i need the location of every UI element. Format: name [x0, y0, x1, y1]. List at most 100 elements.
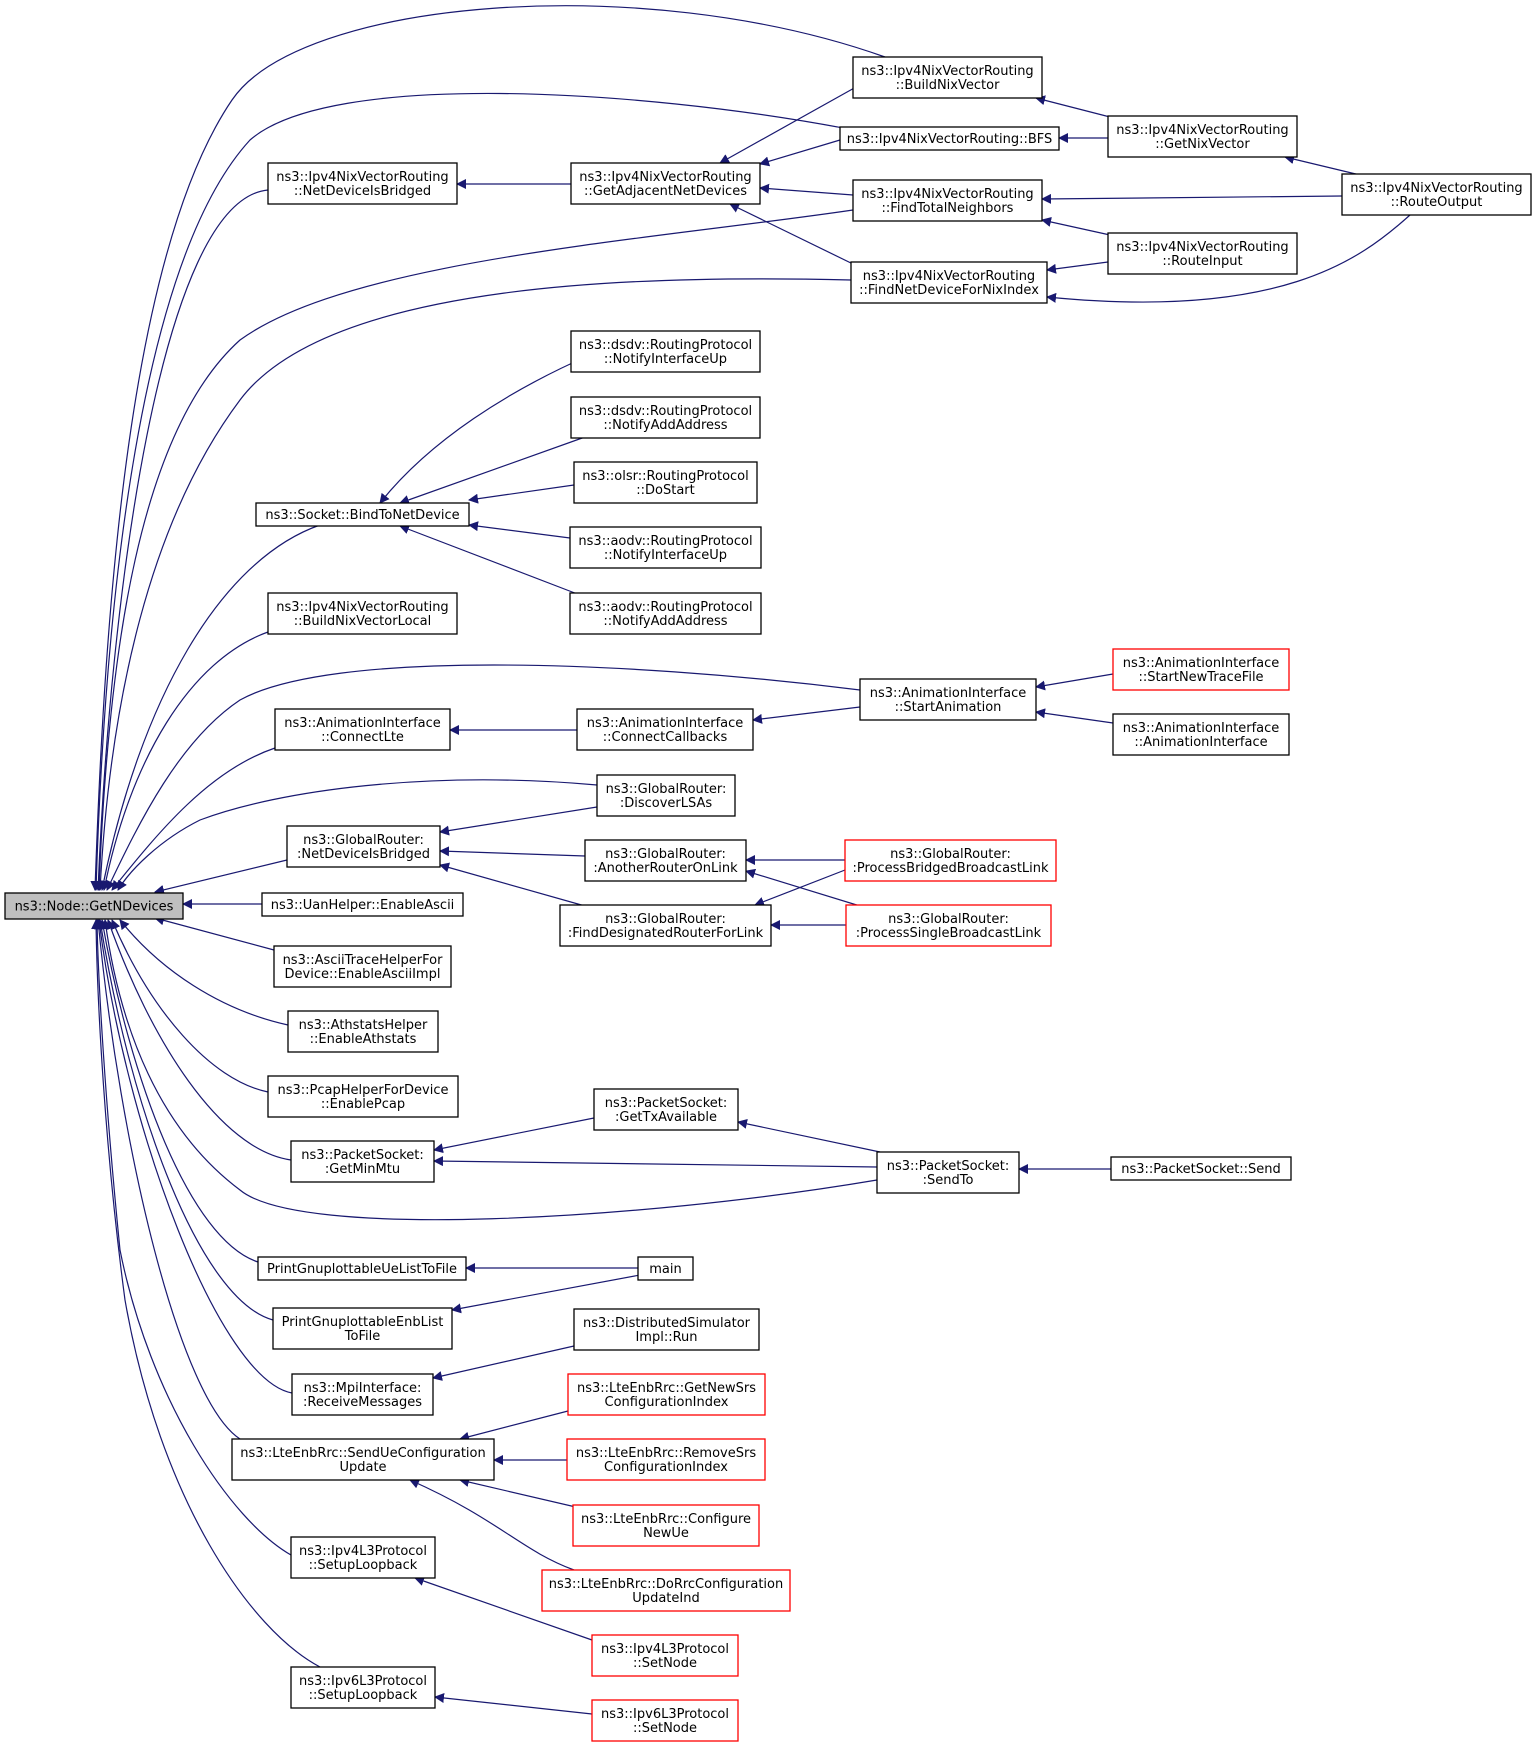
function-node-main[interactable]: main [637, 1256, 694, 1281]
node-box [859, 678, 1037, 721]
node-label-line: ns3::Ipv4NixVectorRouting [276, 170, 448, 185]
call-edge-gr_discover-to-root [117, 779, 598, 891]
function-node-print_ue[interactable]: PrintGnuplottableUeListToFile [257, 1256, 467, 1281]
function-node-uan_ascii[interactable]: ns3::UanHelper::EnableAscii [261, 892, 464, 917]
node-label-line: ::ConnectCallbacks [603, 730, 728, 745]
node-label-line: ::SetupLoopback [309, 1558, 418, 1573]
function-node-ps_gettxavail[interactable]: ns3::PacketSocket::GetTxAvailable [593, 1088, 739, 1131]
node-label-line: ::SetNode [633, 1656, 697, 1671]
node-label-line: ns3::Ipv4NixVectorRouting [861, 64, 1033, 79]
function-node-dsdv_ifup[interactable]: ns3::dsdv::RoutingProtocol::NotifyInterf… [570, 330, 761, 373]
node-box [572, 1504, 760, 1547]
node-box [569, 592, 762, 635]
function-node-gr_another[interactable]: ns3::GlobalRouter::AnotherRouterOnLink [584, 839, 747, 882]
node-label-line: ns3::olsr::RoutingProtocol [582, 469, 749, 484]
function-node-nvr_buildlocal[interactable]: ns3::Ipv4NixVectorRouting::BuildNixVecto… [267, 592, 458, 635]
call-edge-ai_startanim-to-root [106, 664, 861, 891]
node-box [637, 1256, 694, 1281]
node-box [566, 1438, 766, 1481]
function-node-ipv6l3_setup[interactable]: ns3::Ipv6L3Protocol::SetupLoopback [290, 1666, 436, 1709]
function-node-aodv_addaddr[interactable]: ns3::aodv::RoutingProtocol::NotifyAddAdd… [569, 592, 762, 635]
node-box [1341, 173, 1532, 216]
function-node-nvr_getadjacent[interactable]: ns3::Ipv4NixVectorRouting::GetAdjacentNe… [570, 162, 761, 205]
function-node-nvr_routeinput[interactable]: ns3::Ipv4NixVectorRouting::RouteInput [1107, 232, 1298, 275]
node-label-line: ns3::GlobalRouter: [303, 833, 424, 848]
node-label-line: ns3::PacketSocket: [887, 1159, 1009, 1174]
function-node-nvr_getnixvector[interactable]: ns3::Ipv4NixVectorRouting::GetNixVector [1107, 115, 1298, 158]
function-node-dsdv_addaddr[interactable]: ns3::dsdv::RoutingProtocol::NotifyAddAdd… [570, 396, 761, 439]
node-box [1112, 648, 1290, 691]
function-node-gr_singlebcast[interactable]: ns3::GlobalRouter::ProcessSingleBroadcas… [845, 904, 1052, 947]
call-edge-nvr_routeoutput-to-nvr_findnetdev [1046, 214, 1411, 303]
function-node-ai_connectcb[interactable]: ns3::AnimationInterface::ConnectCallback… [576, 708, 754, 751]
function-node-lte_dorrc[interactable]: ns3::LteEnbRrc::DoRrcConfigurationUpdate… [541, 1569, 791, 1612]
function-node-athstats[interactable]: ns3::AthstatsHelper::EnableAthstats [287, 1010, 439, 1053]
function-node-ai_startnewtrace[interactable]: ns3::AnimationInterface::StartNewTraceFi… [1112, 648, 1290, 691]
call-edge-dsdv_addaddr-to-socket_bind [399, 436, 586, 505]
function-node-socket_bind[interactable]: ns3::Socket::BindToNetDevice [255, 502, 470, 527]
function-node-root[interactable]: ns3::Node::GetNDevices [4, 892, 184, 920]
function-node-ipv6l3_setnode[interactable]: ns3::Ipv6L3Protocol::SetNode [591, 1699, 739, 1742]
node-box [290, 1536, 436, 1579]
call-edge-ascii_impl-to-root [154, 915, 275, 951]
node-box [567, 1373, 766, 1416]
function-node-lte_getnewsrs[interactable]: ns3::LteEnbRrc::GetNewSrsConfigurationIn… [567, 1373, 766, 1416]
call-edge-lte_dorrc-to-lte_senduecfg [409, 1479, 575, 1571]
node-label-line: ::EnablePcap [321, 1097, 405, 1112]
node-label-line: ns3::AnimationInterface [870, 686, 1027, 701]
node-box [596, 774, 736, 817]
node-label-line: ::RouteInput [1162, 254, 1242, 269]
node-label-line: ns3::PacketSocket: [605, 1096, 727, 1111]
node-box [291, 1373, 434, 1416]
call-edge-gr_netdevbridged-to-root [154, 859, 288, 895]
function-node-nvr_bfs[interactable]: ns3::Ipv4NixVectorRouting::BFS [839, 126, 1060, 151]
node-label-line: Update [339, 1460, 386, 1475]
function-node-ai_ctor[interactable]: ns3::AnimationInterface::AnimationInterf… [1112, 713, 1290, 756]
node-box [1107, 115, 1298, 158]
node-label-line: ns3::Ipv4NixVectorRouting [579, 170, 751, 185]
function-node-mpi_recv[interactable]: ns3::MpiInterface::ReceiveMessages [291, 1373, 434, 1416]
node-label-line: ::StartAnimation [895, 700, 1002, 715]
function-node-ps_send[interactable]: ns3::PacketSocket::Send [1110, 1156, 1292, 1181]
call-edge-gr_singlebcast-to-gr_another [745, 868, 861, 907]
function-node-ps_sendto[interactable]: ns3::PacketSocket::SendTo [876, 1151, 1020, 1194]
node-label-line: ns3::PacketSocket: [301, 1148, 423, 1163]
function-node-ipv4l3_setup[interactable]: ns3::Ipv4L3Protocol::SetupLoopback [290, 1536, 436, 1579]
function-node-lte_senduecfg[interactable]: ns3::LteEnbRrc::SendUeConfigurationUpdat… [231, 1438, 495, 1481]
function-node-nvr_buildnixvector[interactable]: ns3::Ipv4NixVectorRouting::BuildNixVecto… [852, 56, 1043, 99]
function-node-aodv_ifup[interactable]: ns3::aodv::RoutingProtocol::NotifyInterf… [569, 526, 762, 569]
node-box [591, 1634, 739, 1677]
call-edge-lte_senduecfg-to-root [93, 919, 241, 1440]
function-node-ps_getminmtu[interactable]: ns3::PacketSocket::GetMinMtu [290, 1140, 435, 1183]
call-edge-ipv6l3_setnode-to-ipv6l3_setup [434, 1692, 593, 1715]
function-node-pcap[interactable]: ns3::PcapHelperForDevice::EnablePcap [267, 1075, 459, 1118]
function-node-olsr_dostart[interactable]: ns3::olsr::RoutingProtocol::DoStart [573, 461, 758, 504]
node-box [569, 526, 762, 569]
node-box [267, 162, 458, 205]
call-edge-nvr_buildlocal-to-root [100, 631, 269, 891]
function-node-ai_startanim[interactable]: ns3::AnimationInterface::StartAnimation [859, 678, 1037, 721]
function-node-nvr_netdevbridged[interactable]: ns3::Ipv4NixVectorRouting::NetDeviceIsBr… [267, 162, 458, 205]
node-label-line: ::NotifyInterfaceUp [604, 548, 727, 563]
node-box [1107, 232, 1298, 275]
node-box [570, 396, 761, 439]
function-node-nvr_findnetdev[interactable]: ns3::Ipv4NixVectorRouting::FindNetDevice… [850, 261, 1048, 304]
node-label-line: ns3::dsdv::RoutingProtocol [579, 338, 752, 353]
function-node-lte_removesrs[interactable]: ns3::LteEnbRrc::RemoveSrsConfigurationIn… [566, 1438, 766, 1481]
function-node-gr_finddesignated[interactable]: ns3::GlobalRouter::FindDesignatedRouterF… [559, 904, 772, 947]
function-node-gr_discover[interactable]: ns3::GlobalRouter::DiscoverLSAs [596, 774, 736, 817]
function-node-ascii_impl[interactable]: ns3::AsciiTraceHelperForDevice::EnableAs… [273, 945, 452, 988]
function-node-nvr_routeoutput[interactable]: ns3::Ipv4NixVectorRouting::RouteOutput [1341, 173, 1532, 216]
function-node-gr_netdevbridged[interactable]: ns3::GlobalRouter::NetDeviceIsBridged [286, 825, 441, 868]
function-node-gr_bridgedbcast[interactable]: ns3::GlobalRouter::ProcessBridgedBroadca… [844, 839, 1057, 882]
function-node-ipv4l3_setnode[interactable]: ns3::Ipv4L3Protocol::SetNode [591, 1634, 739, 1677]
edges-layer [90, 5, 1411, 1715]
function-node-nvr_findtotal[interactable]: ns3::Ipv4NixVectorRouting::FindTotalNeig… [852, 179, 1043, 222]
node-box [4, 892, 184, 920]
node-box [273, 945, 452, 988]
function-node-ai_connectlte[interactable]: ns3::AnimationInterface::ConnectLte [274, 708, 451, 751]
node-label-line: ns3::AsciiTraceHelperFor [283, 953, 444, 968]
